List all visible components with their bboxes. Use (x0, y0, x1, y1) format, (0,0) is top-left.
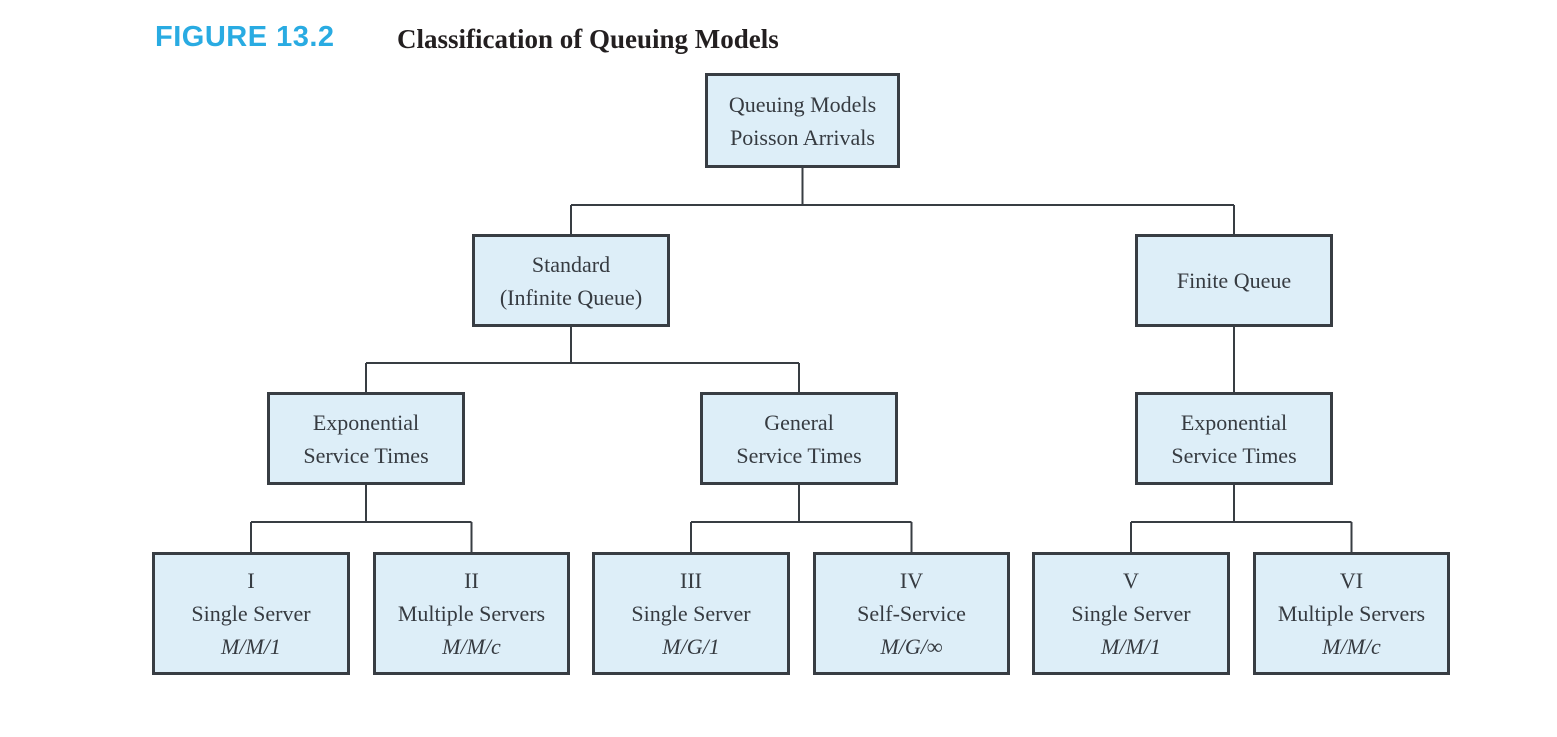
node-line: Service Times (736, 442, 862, 468)
node-line: Queuing Models (728, 91, 877, 117)
model-numeral: I (247, 568, 255, 593)
model-name: Single Server (1071, 601, 1191, 626)
node-line: Finite Queue (1176, 268, 1292, 293)
node-exponential-service-times-right: Exponential Service Times (1135, 392, 1333, 485)
connector-exp-right-to-leaves (1130, 485, 1353, 552)
model-numeral: III (680, 568, 702, 593)
node-line: Exponential (1180, 409, 1288, 435)
model-numeral: VI (1339, 568, 1364, 593)
node-model-3-single-server: III Single Server M/G/1 (592, 552, 790, 675)
model-notation: M/G/1 (662, 634, 720, 659)
node-general-service-times: General Service Times (700, 392, 898, 485)
node-line: Exponential (312, 409, 420, 435)
node-model-4-self-service: IV Self-Service M/G/∞ (813, 552, 1010, 675)
connector-standard-to-children (365, 327, 800, 392)
model-notation: M/M/1 (221, 634, 281, 659)
model-notation: M/M/1 (1101, 634, 1161, 659)
node-line: Standard (531, 251, 611, 277)
connector-exp-left-to-leaves (250, 485, 473, 552)
model-name: Single Server (191, 601, 311, 626)
node-model-5-single-server: V Single Server M/M/1 (1032, 552, 1230, 675)
model-numeral: II (464, 568, 479, 593)
node-finite-queue: Finite Queue (1135, 234, 1333, 327)
node-exponential-service-times-left: Exponential Service Times (267, 392, 465, 485)
figure-number-label: FIGURE 13.2 (155, 21, 335, 53)
node-line: Poisson Arrivals (730, 124, 875, 150)
node-queuing-models-root: Queuing Models Poisson Arrivals (705, 73, 900, 168)
model-notation: M/M/c (1322, 634, 1381, 659)
node-model-6-multiple-servers: VI Multiple Servers M/M/c (1253, 552, 1450, 675)
model-name: Single Server (631, 601, 751, 626)
model-notation: M/M/c (442, 634, 501, 659)
node-line: Service Times (303, 442, 429, 468)
model-numeral: V (1123, 568, 1139, 593)
model-numeral: IV (899, 568, 924, 593)
figure-title: Classification of Queuing Models (397, 24, 779, 54)
model-name: Multiple Servers (1277, 601, 1426, 626)
model-name: Self-Service (857, 601, 966, 626)
node-line: (Infinite Queue) (499, 284, 643, 310)
connector-root-to-level2 (570, 168, 1235, 234)
connector-general-to-leaves (690, 485, 913, 552)
node-line: General (764, 409, 834, 435)
node-standard-infinite-queue: Standard (Infinite Queue) (472, 234, 670, 327)
node-model-2-multiple-servers: II Multiple Servers M/M/c (373, 552, 570, 675)
node-model-1-single-server: I Single Server M/M/1 (152, 552, 350, 675)
node-line: Service Times (1171, 442, 1297, 468)
model-notation: M/G/∞ (880, 634, 943, 659)
model-name: Multiple Servers (397, 601, 546, 626)
